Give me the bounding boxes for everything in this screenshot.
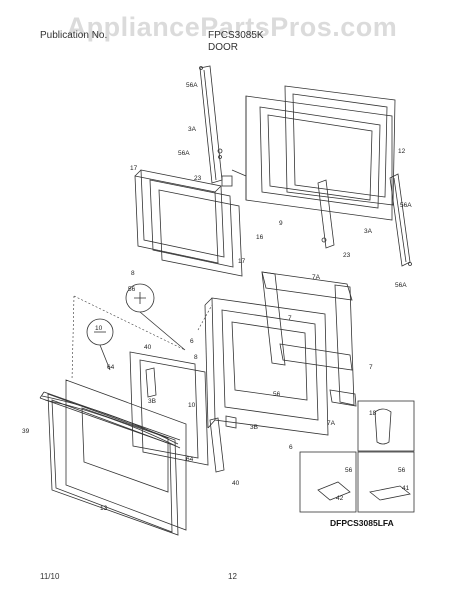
glass-panels [134, 169, 243, 277]
hinge-arm-right [317, 173, 412, 267]
callout: 56A [178, 150, 190, 157]
callout: 6 [190, 338, 194, 345]
callout: 7A [327, 420, 336, 427]
callout: 7A [312, 274, 321, 281]
section-title: DOOR [208, 42, 238, 53]
callout: 56 [273, 391, 281, 398]
inset-boxes [299, 400, 415, 513]
insulation-strips [261, 271, 357, 407]
door-liner [204, 297, 329, 436]
callout: 3A [188, 126, 197, 133]
footer-date: 11/10 [40, 572, 60, 581]
callout: 39 [22, 428, 30, 435]
callout: 17 [130, 165, 138, 172]
callout: 41 [402, 485, 410, 492]
callout: 16 [256, 234, 264, 241]
outer-door-panel [39, 379, 187, 536]
callout: 56A [395, 282, 407, 289]
callout: 56A [400, 202, 412, 209]
callout: 13 [100, 505, 108, 512]
lower-brackets [145, 367, 237, 473]
callout: 42 [336, 495, 344, 502]
callout: 3A [364, 228, 373, 235]
callout: 64 [107, 364, 115, 371]
callout: 23 [194, 175, 202, 182]
callout: 8 [194, 354, 198, 361]
door-handle [41, 395, 181, 449]
callout: 7 [369, 364, 373, 371]
callout: 9 [279, 220, 283, 227]
model-number: FPCS3085K [208, 30, 264, 41]
window-pack [129, 351, 209, 466]
publication-label: Publication No. [40, 30, 108, 41]
callout: 18 [369, 410, 377, 417]
callout: 3B [250, 424, 258, 431]
callout-labels: 56A 3A 56A 23 17 16 17 8 9 12 56A 3A 23 … [22, 82, 412, 512]
page-number: 12 [228, 572, 237, 581]
callout: 3B [148, 398, 156, 405]
inner-door-frame [231, 95, 393, 221]
diagram-code: DFPCS3085LFA [330, 518, 394, 528]
callout: 12 [398, 148, 406, 155]
callout: 40 [144, 344, 152, 351]
callout: 8 [131, 270, 135, 277]
watermark: AppliancePartsPros.com [66, 12, 398, 42]
hinge-arm-left [199, 65, 233, 187]
callout: 56 [398, 467, 406, 474]
callout: 23 [343, 252, 351, 259]
callout: 56 [345, 467, 353, 474]
callout: 10 [188, 402, 196, 409]
screw-details [86, 283, 186, 371]
callout: 6 [289, 444, 293, 451]
callout: 56A [186, 82, 198, 89]
callout: 7 [288, 315, 292, 322]
door-gasket [284, 85, 396, 206]
callout: 64 [186, 456, 194, 463]
leader-lines [71, 295, 213, 381]
callout: 56 [128, 286, 136, 293]
callout: 40 [232, 480, 240, 487]
callout: 10 [95, 325, 103, 332]
callout: 17 [238, 258, 246, 265]
